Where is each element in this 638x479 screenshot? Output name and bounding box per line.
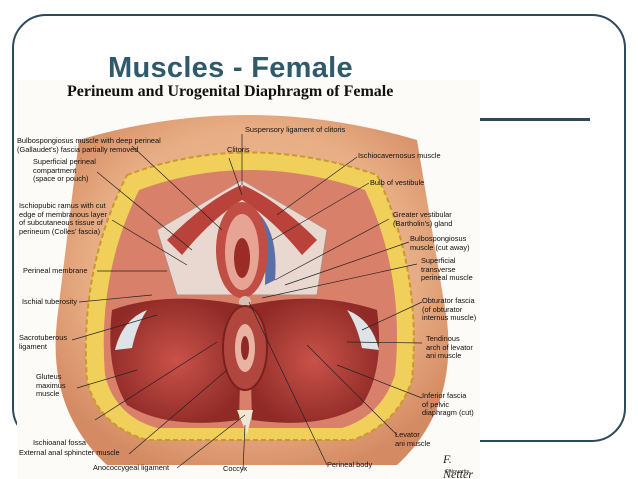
title-accent-line [480, 118, 590, 121]
label-clitoris: Clitoris [227, 145, 250, 154]
label-levator-ani: Levator ani muscle [395, 430, 431, 448]
perineum-illustration [55, 115, 449, 471]
label-tendinous-arch: Tendinous arch of levator ani muscle [426, 334, 473, 361]
label-anococcygeal-ligament: Anococcygeal ligament [93, 463, 170, 472]
label-sacrotuberous-ligament: Sacrotuberous ligament [19, 333, 68, 351]
label-gluteus-maximus: Gluteus maximus muscle [36, 372, 66, 399]
label-greater-vestibular-gland: Greater vestibular (Bartholin's) gland [393, 210, 453, 228]
label-ischial-tuberosity: Ischial tuberosity [22, 297, 78, 306]
label-superficial-compartment: Superficial perineal compartment (space … [33, 157, 96, 184]
label-ischiocavernosus: Ischiocavernosus muscle [358, 151, 441, 160]
label-perineal-body: Perineal body [327, 460, 373, 469]
label-perineal-membrane: Perineal membrane [23, 266, 88, 275]
label-suspensory-ligament: Suspensory ligament of clitoris [245, 125, 346, 134]
label-bulbospongiosus-cut: Bulbospongiosus muscle (cut away) [410, 234, 470, 252]
label-ischiopubic-ramus: Ischiopubic ramus with cut edge of membr… [19, 201, 107, 236]
slide-title: Muscles - Female [108, 52, 353, 84]
label-coccyx: Coccyx [223, 464, 248, 473]
label-obturator-fascia: Obturator fascia (of obturator internus … [422, 296, 477, 323]
label-superficial-transverse-perineal: Superficial transverse perineal muscle [421, 256, 473, 283]
label-bulb-of-vestibule: Bulb of vestibule [370, 178, 425, 187]
label-ischioanal-fossa: Ischioanal fossa [33, 438, 86, 447]
label-bulbospongiosus-fascia: Bulbospongiosus muscle with deep perinea… [17, 136, 161, 154]
anatomy-plate: Perineum and Urogenital Diaphragm of Fem… [17, 80, 480, 479]
copyright-mark: ©Novartis [445, 469, 470, 475]
plate-title: Perineum and Urogenital Diaphragm of Fem… [67, 83, 394, 100]
artist-signature: F. Netter [443, 452, 473, 479]
label-inferior-fascia: Inferior fascia of pelvic diaphragm (cut… [422, 391, 474, 418]
label-external-anal-sphincter: External anal sphincter muscle [19, 448, 120, 457]
